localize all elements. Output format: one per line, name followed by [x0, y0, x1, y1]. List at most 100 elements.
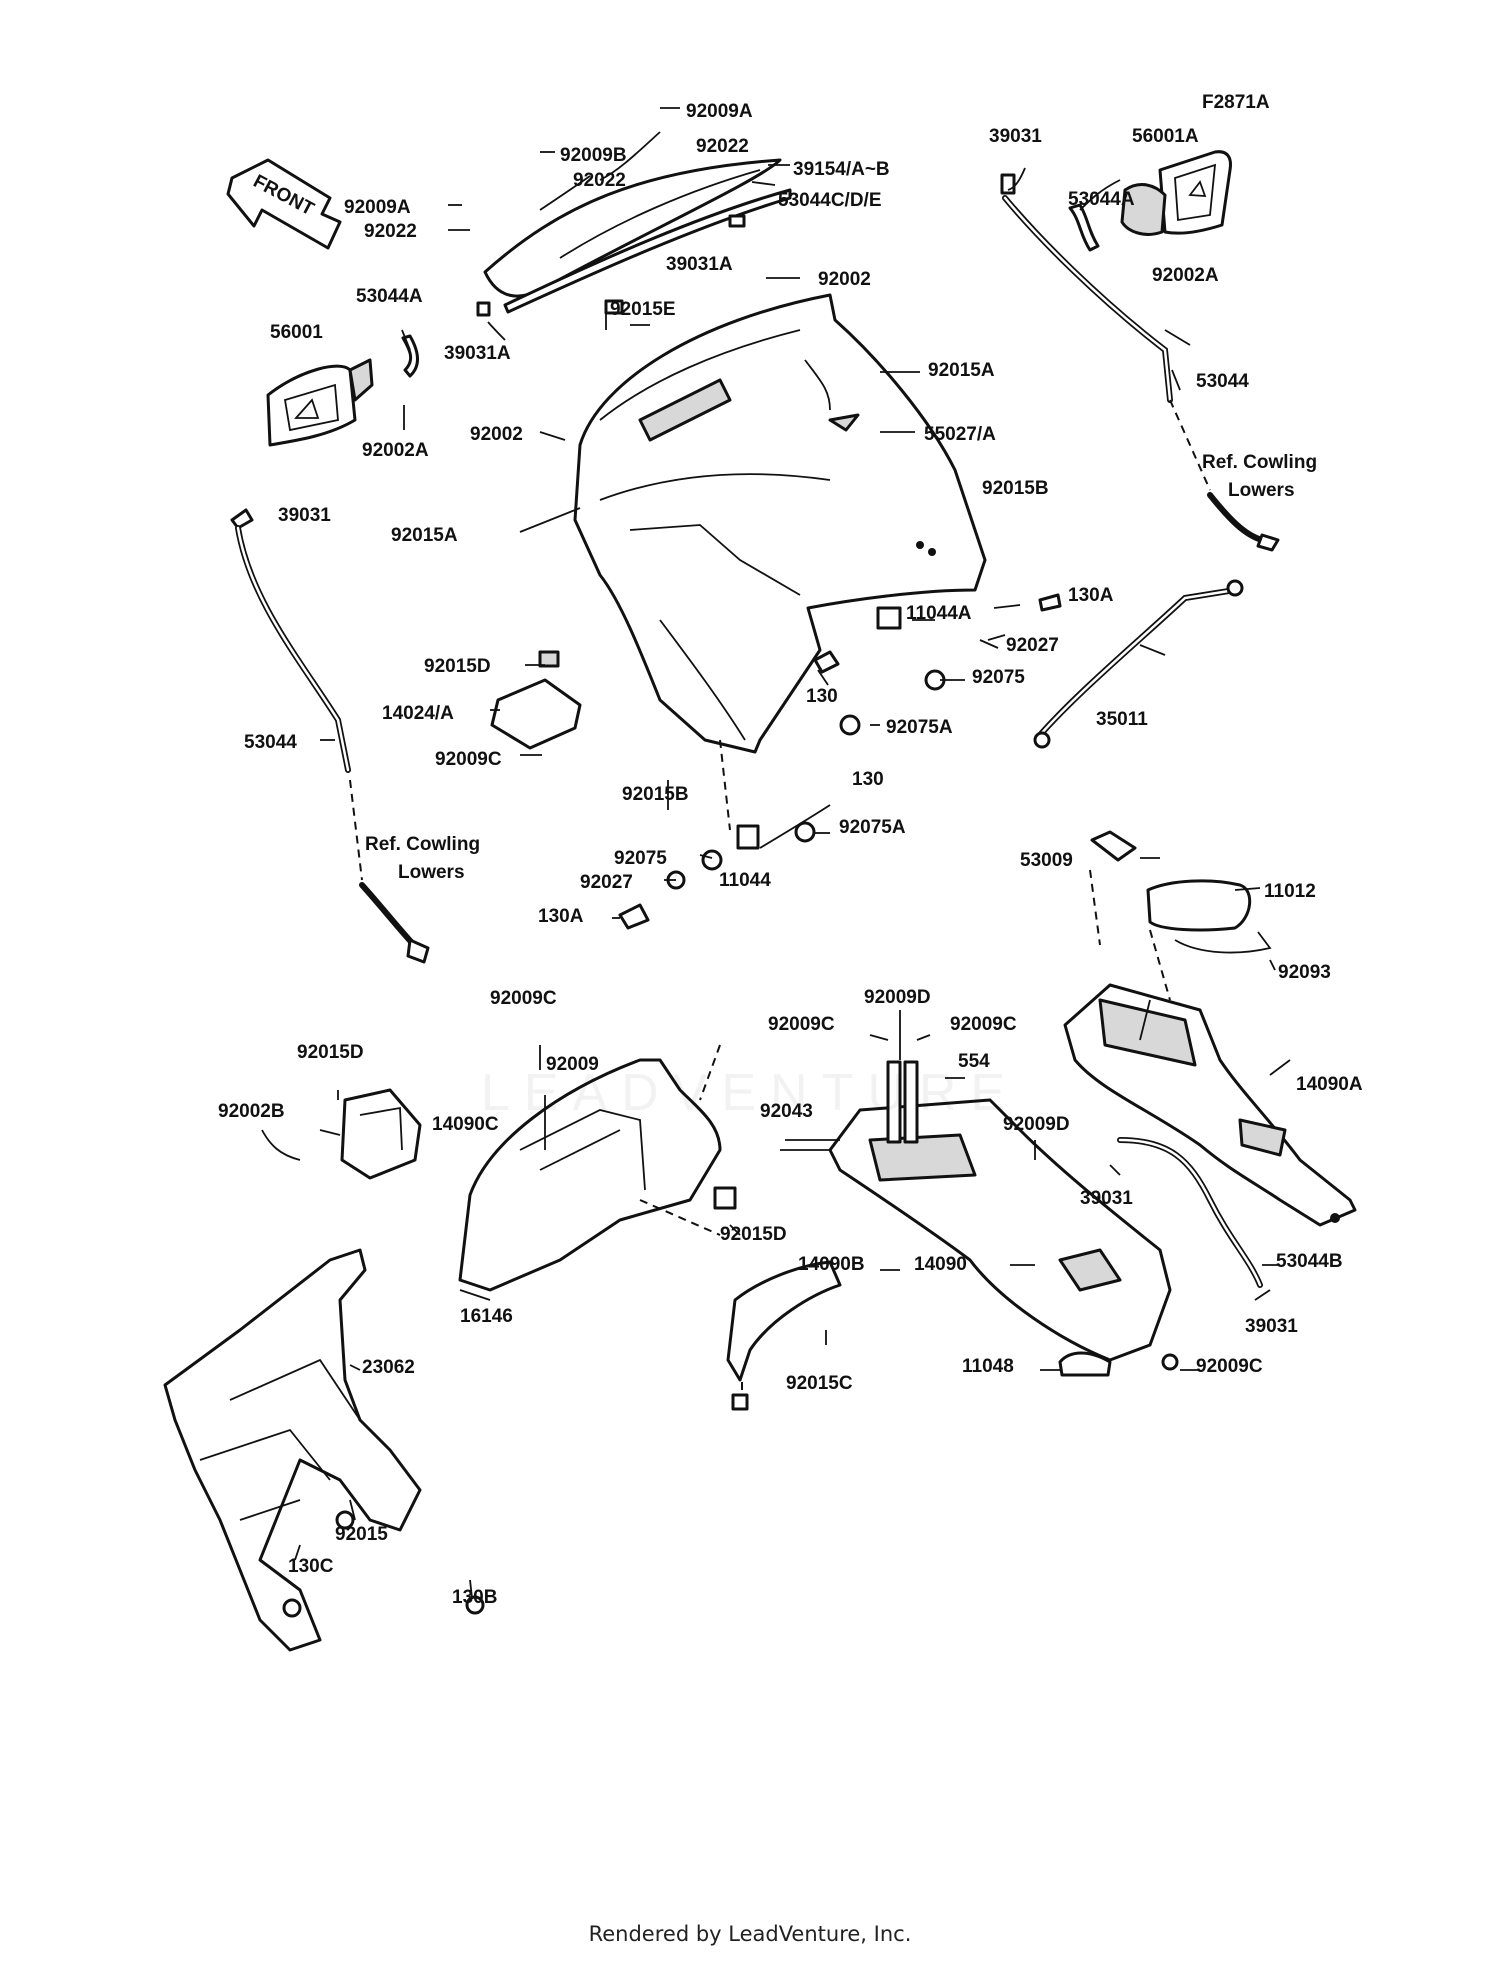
callout-14090B: 14090B	[798, 1254, 865, 1275]
leader-lines	[261, 107, 1291, 1599]
ref-note-right: Ref. Cowling Lowers	[1202, 452, 1322, 501]
frame-23062	[163, 1248, 485, 1652]
callout-92027-top: 92027	[1006, 635, 1059, 656]
ref-note-left-line1: Ref. Cowling	[365, 834, 480, 855]
cover-14090B	[726, 1260, 842, 1411]
callout-55027A: 55027/A	[924, 424, 996, 445]
callout-92002-mid: 92002	[470, 424, 523, 445]
callout-92075-mid: 92075	[614, 848, 667, 869]
rod-53044B	[1117, 1137, 1263, 1288]
callout-92022-mid: 92022	[573, 170, 626, 191]
windshield	[483, 158, 792, 314]
right-mirror	[1120, 150, 1232, 236]
callout-92015D-low: 92015D	[720, 1224, 787, 1245]
callout-92022-top: 92022	[696, 136, 749, 157]
callout-92009D-low: 92009D	[1003, 1114, 1070, 1135]
callout-92009C-midleft: 92009C	[490, 988, 557, 1009]
bracket-14024	[490, 650, 582, 750]
box-lid	[1090, 830, 1272, 954]
callout-14090: 14090	[914, 1254, 967, 1275]
callout-92022-left: 92022	[364, 221, 417, 242]
callout-16146: 16146	[460, 1306, 513, 1327]
footer-credit: Rendered by LeadVenture, Inc.	[588, 1922, 912, 1946]
figure-code: F2871A	[1202, 92, 1270, 113]
front-arrow: FRONT	[226, 158, 342, 250]
callout-130C: 130C	[288, 1556, 334, 1577]
callout-92009B: 92009B	[560, 145, 627, 166]
callout-39031-left: 39031	[278, 505, 331, 526]
callout-92015A-right: 92015A	[928, 360, 995, 381]
ref-note-left: Ref. Cowling Lowers	[365, 834, 485, 883]
fastener-cluster	[618, 593, 1062, 930]
watermark: LEADVENTURE	[481, 1064, 1019, 1122]
bracket-11048	[1058, 1351, 1179, 1377]
callout-92015D-top: 92015D	[424, 656, 491, 677]
callout-53044B: 53044B	[1276, 1251, 1343, 1272]
ref-note-left-line2: Lowers	[398, 862, 465, 883]
callout-92015B-low: 92015B	[622, 784, 689, 805]
console-14090	[780, 1060, 1172, 1362]
callout-11044: 11044	[719, 870, 771, 891]
callout-130A-top: 130A	[1068, 585, 1114, 606]
part-labels: 92009A 92009B 92022 39154/A~B 92022 5304…	[218, 101, 1363, 1608]
callout-92015D-left: 92015D	[297, 1042, 364, 1063]
callout-92002-top: 92002	[818, 269, 871, 290]
callout-39031A-low: 39031A	[444, 343, 511, 364]
callout-53044A-left: 53044A	[356, 286, 423, 307]
callout-92093: 92093	[1278, 962, 1331, 983]
callout-23062: 23062	[362, 1357, 415, 1378]
callout-39031A-mid: 39031A	[666, 254, 733, 275]
callout-39154: 39154/A~B	[793, 159, 890, 180]
small-parts	[401, 173, 1100, 378]
callout-92002B: 92002B	[218, 1101, 285, 1122]
callout-92009A-top: 92009A	[686, 101, 753, 122]
callout-92002A-right: 92002A	[1152, 265, 1219, 286]
ref-note-right-line2: Lowers	[1228, 480, 1295, 501]
callout-130A-low: 130A	[538, 906, 584, 927]
left-mirror	[266, 358, 374, 447]
callout-56001: 56001	[270, 322, 323, 343]
callout-14090A: 14090A	[1296, 1074, 1363, 1095]
callout-92075A-mid: 92075A	[839, 817, 906, 838]
callout-11044A: 11044A	[906, 603, 972, 624]
callout-130-mid: 130	[852, 769, 884, 790]
ref-note-right-line1: Ref. Cowling	[1202, 452, 1317, 473]
callout-53044-left: 53044	[244, 732, 297, 753]
callout-92002A-left: 92002A	[362, 440, 429, 461]
callout-14090C: 14090C	[432, 1114, 499, 1135]
callout-92009D-top: 92009D	[864, 987, 931, 1008]
callout-11048: 11048	[962, 1356, 1014, 1377]
callout-130B: 130B	[452, 1587, 497, 1608]
callout-92009C-top: 92009C	[435, 749, 502, 770]
callout-554: 554	[958, 1051, 990, 1072]
callout-35011: 35011	[1096, 709, 1148, 730]
callout-11012: 11012	[1264, 881, 1316, 902]
callout-92015: 92015	[335, 1524, 388, 1545]
callout-92015C: 92015C	[786, 1373, 853, 1394]
callout-53044CDE: 53044C/D/E	[778, 190, 882, 211]
callout-39031-top: 39031	[989, 126, 1042, 147]
callout-39031-right: 39031	[1080, 1188, 1133, 1209]
rod-53044-left	[230, 508, 430, 964]
callout-130-left: 130	[806, 686, 838, 707]
rod-53044-right	[1002, 195, 1280, 552]
callout-92027-mid: 92027	[580, 872, 633, 893]
rod-35011	[1033, 579, 1244, 749]
callout-92075A-top: 92075A	[886, 717, 953, 738]
callout-56001A: 56001A	[1132, 126, 1199, 147]
callout-92009A-left: 92009A	[344, 197, 411, 218]
callout-53009: 53009	[1020, 850, 1073, 871]
callout-53044-right: 53044	[1196, 371, 1249, 392]
callout-92009C-c2: 92009C	[950, 1014, 1017, 1035]
glovebox-14090A	[1063, 983, 1357, 1227]
callout-92015A-left: 92015A	[391, 525, 458, 546]
callout-92043: 92043	[760, 1101, 813, 1122]
upper-cowling	[573, 293, 987, 754]
callout-92009C-c1: 92009C	[768, 1014, 835, 1035]
callout-92015B-right: 92015B	[982, 478, 1049, 499]
callout-92075-top: 92075	[972, 667, 1025, 688]
callout-53044A-right: 53044A	[1068, 189, 1135, 210]
bracket-14090C	[340, 1088, 422, 1180]
callout-92009: 92009	[546, 1054, 599, 1075]
